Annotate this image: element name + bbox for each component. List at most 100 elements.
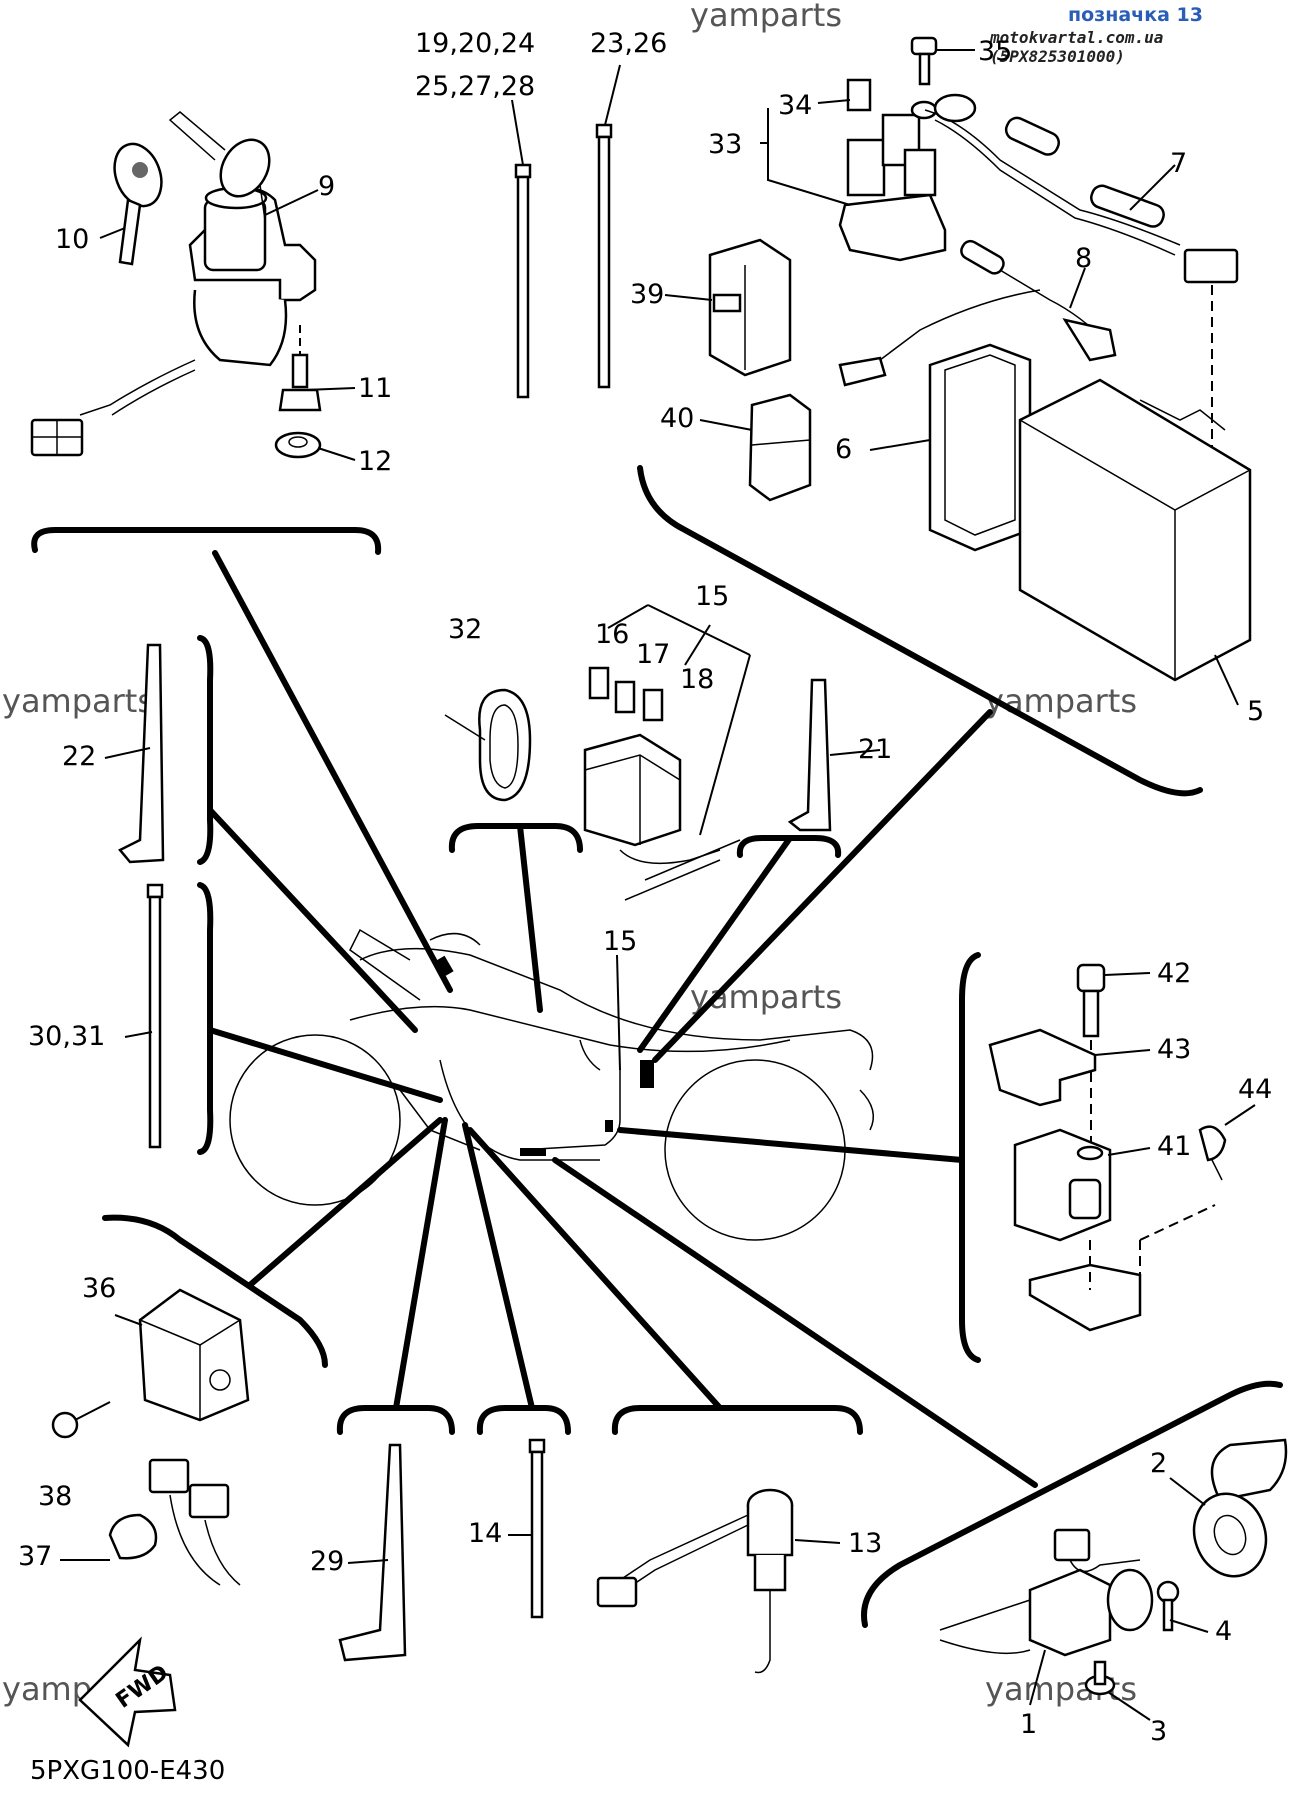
cable-tie-22: [118, 643, 165, 864]
link-32: [517, 823, 543, 1013]
link-battery: [652, 709, 993, 1063]
group-bracket-tie-30: [197, 882, 214, 1155]
watermark: yamparts: [985, 1670, 1137, 1708]
screw-4: [1156, 1580, 1180, 1632]
callout-label: 30,31: [28, 1021, 105, 1052]
callout-label: 40: [660, 403, 694, 434]
fuse-17: [614, 680, 636, 714]
battery-cable-7: [924, 93, 1239, 450]
battery-5: [1018, 378, 1252, 682]
page-title: позначка 13: [1068, 4, 1203, 26]
callout-label: 19,20,24: [415, 28, 535, 59]
bracket-plate: [1028, 1204, 1216, 1332]
callout-label: 1: [1020, 1709, 1037, 1740]
cover-43: [988, 1028, 1097, 1107]
cable-tie-14: [528, 1438, 546, 1619]
callout-label: 9: [318, 171, 335, 202]
callout-label: 34: [778, 90, 812, 121]
fuse-16: [588, 666, 610, 700]
battery-cable-8: [838, 239, 1117, 387]
callout-label: 35: [978, 36, 1012, 67]
callout-label: 43: [1157, 1034, 1191, 1065]
group-bracket-ignition: [31, 527, 382, 555]
leader-lines: [60, 49, 1256, 1721]
callout-label: 13: [848, 1528, 882, 1559]
grip-2: [1192, 1438, 1288, 1578]
leader-fuse-group: [607, 604, 751, 836]
cable-tie-29: [338, 1443, 407, 1662]
ignition-switch: [30, 111, 317, 457]
group-bracket-32: [448, 823, 583, 853]
screw-3: [1084, 1660, 1116, 1696]
callout-label: 5: [1247, 696, 1264, 727]
cable-tie-23: [595, 123, 613, 389]
group-bracket-tie-22: [197, 635, 214, 865]
link-ignition: [212, 550, 453, 993]
grommet-32: [444, 688, 532, 802]
bolt-35: [910, 36, 938, 120]
group-bracket-13: [611, 1405, 863, 1435]
link-29: [393, 1117, 448, 1411]
callout-label: 29: [310, 1546, 344, 1577]
callout-label: 38: [38, 1481, 72, 1512]
callout-label: 6: [835, 434, 852, 465]
connectors-36: [148, 1458, 241, 1586]
group-bracket-14: [476, 1405, 571, 1435]
group-bracket-36: [102, 1214, 328, 1368]
group-bracket-relay: [959, 952, 981, 1363]
switch-assembly-1: [939, 1528, 1154, 1657]
callout-label: 10: [55, 224, 89, 255]
relay-40: [748, 393, 812, 502]
battery-cover-6: [928, 343, 1032, 552]
group-bracket-switch: [861, 1380, 1283, 1628]
callout-label: 32: [448, 614, 482, 645]
link-switch: [552, 1157, 1038, 1488]
callout-label: 4: [1215, 1616, 1232, 1647]
watermark: yamparts: [985, 682, 1137, 720]
callout-label: 15: [603, 926, 637, 957]
callout-label: 36: [82, 1273, 116, 1304]
link-21: [637, 835, 793, 1053]
callout-label: 14: [468, 1518, 502, 1549]
link-22: [207, 807, 418, 1033]
cable-tie-30: [146, 883, 164, 1149]
callout-label: 12: [358, 446, 392, 477]
callout-label: 33: [708, 129, 742, 160]
callout-labels: 19,20,24 25,27,28 23,26 35 34 33 7 8 39 …: [18, 28, 1272, 1747]
fuse-18: [642, 688, 664, 722]
watermark: yamparts: [690, 0, 842, 34]
callout-label: 42: [1157, 958, 1191, 989]
diagram-code: 5PXG100-E430: [30, 1756, 226, 1786]
callout-label: 21: [858, 734, 892, 765]
relay-39: [708, 238, 792, 377]
callout-label: 39: [630, 279, 664, 310]
fuse-box-15: [583, 733, 741, 901]
link-13: [467, 1127, 723, 1411]
callout-label: 23,26: [590, 28, 667, 59]
callout-label: 15: [695, 581, 729, 612]
callout-label: 16: [595, 619, 629, 650]
group-bracket-29: [336, 1405, 455, 1435]
bolt-11: [278, 325, 322, 412]
callout-label: 3: [1150, 1716, 1167, 1747]
cable-tie-19: [514, 163, 532, 399]
callout-label: 44: [1238, 1074, 1272, 1105]
link-36: [247, 1117, 443, 1288]
link-30: [207, 1027, 443, 1103]
callout-label: 41: [1157, 1131, 1191, 1162]
callout-label: 8: [1075, 243, 1092, 274]
link-14: [462, 1122, 535, 1411]
callout-label: 7: [1170, 148, 1187, 179]
callout-label: 17: [636, 639, 670, 670]
page-subtitle: motokvartal.com.ua (5PX825301000): [990, 28, 1164, 66]
callout-label: 37: [18, 1541, 52, 1572]
callout-label: 2: [1150, 1448, 1167, 1479]
starter-relay-33: [838, 113, 947, 262]
callout-label: 22: [62, 741, 96, 772]
callout-label: 18: [680, 664, 714, 695]
clip-44: [1198, 1125, 1227, 1181]
fwd-arrow-icon: FWD: [78, 1636, 177, 1748]
callout-label: 25,27,28: [415, 71, 535, 102]
rectifier-36: [138, 1288, 250, 1422]
